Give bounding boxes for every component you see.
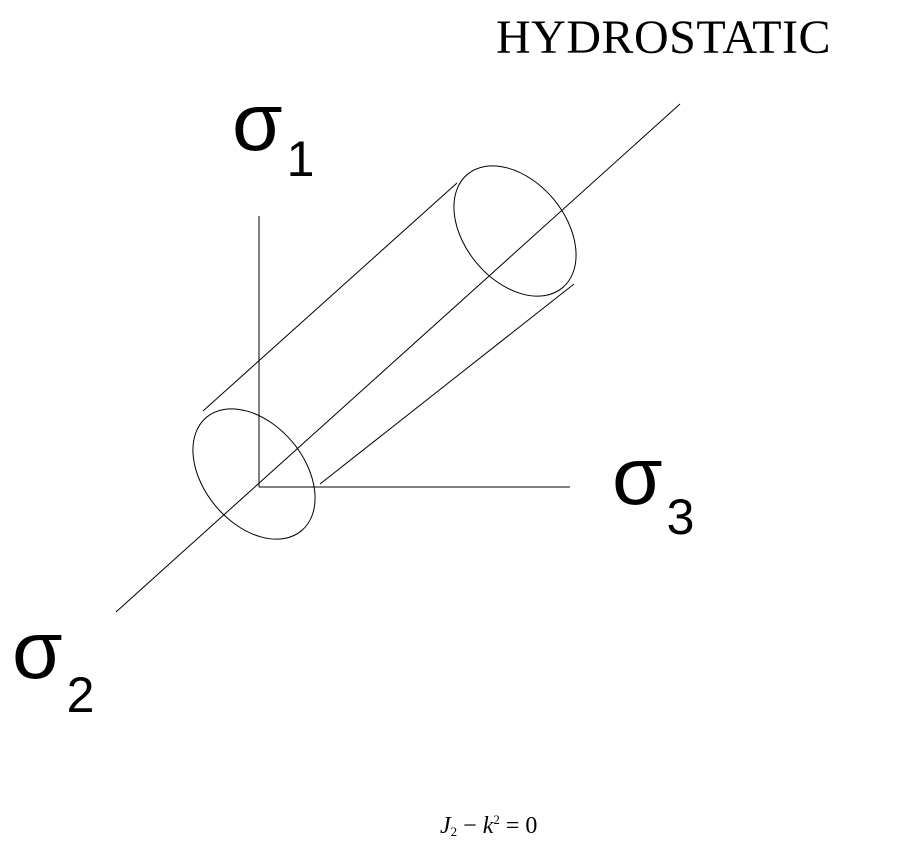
- sigma3-symbol: σ: [612, 431, 663, 522]
- hydrostatic-label: HYDROSTATIC: [496, 11, 832, 64]
- cylinder-top-ellipse: [453, 165, 577, 297]
- sigma1-label: σ1: [232, 82, 314, 185]
- sigma2-symbol: σ: [12, 605, 63, 696]
- sigma1-subscript: 1: [286, 131, 315, 187]
- sigma3-label: σ3: [612, 436, 694, 543]
- sigma2-label: σ2: [12, 610, 94, 721]
- sigma3-subscript: 3: [666, 489, 695, 545]
- hydrostatic-axis: [115, 103, 681, 613]
- sigma2-subscript: 2: [66, 667, 95, 723]
- cylinder-bottom-ellipse: [192, 408, 316, 540]
- yield-equation: J2 − k2 = 0: [440, 813, 537, 838]
- equation-j: J: [440, 813, 451, 839]
- equation-j-subscript: 2: [450, 824, 458, 839]
- cylinder-top-generator: [202, 182, 458, 412]
- cylinder-bottom-generator: [319, 283, 575, 485]
- equation-minus: −: [457, 813, 483, 839]
- equation-rhs: = 0: [499, 813, 538, 839]
- equation-k-exponent: 2: [493, 812, 500, 827]
- sigma1-symbol: σ: [232, 77, 283, 168]
- equation-k: k: [482, 813, 494, 839]
